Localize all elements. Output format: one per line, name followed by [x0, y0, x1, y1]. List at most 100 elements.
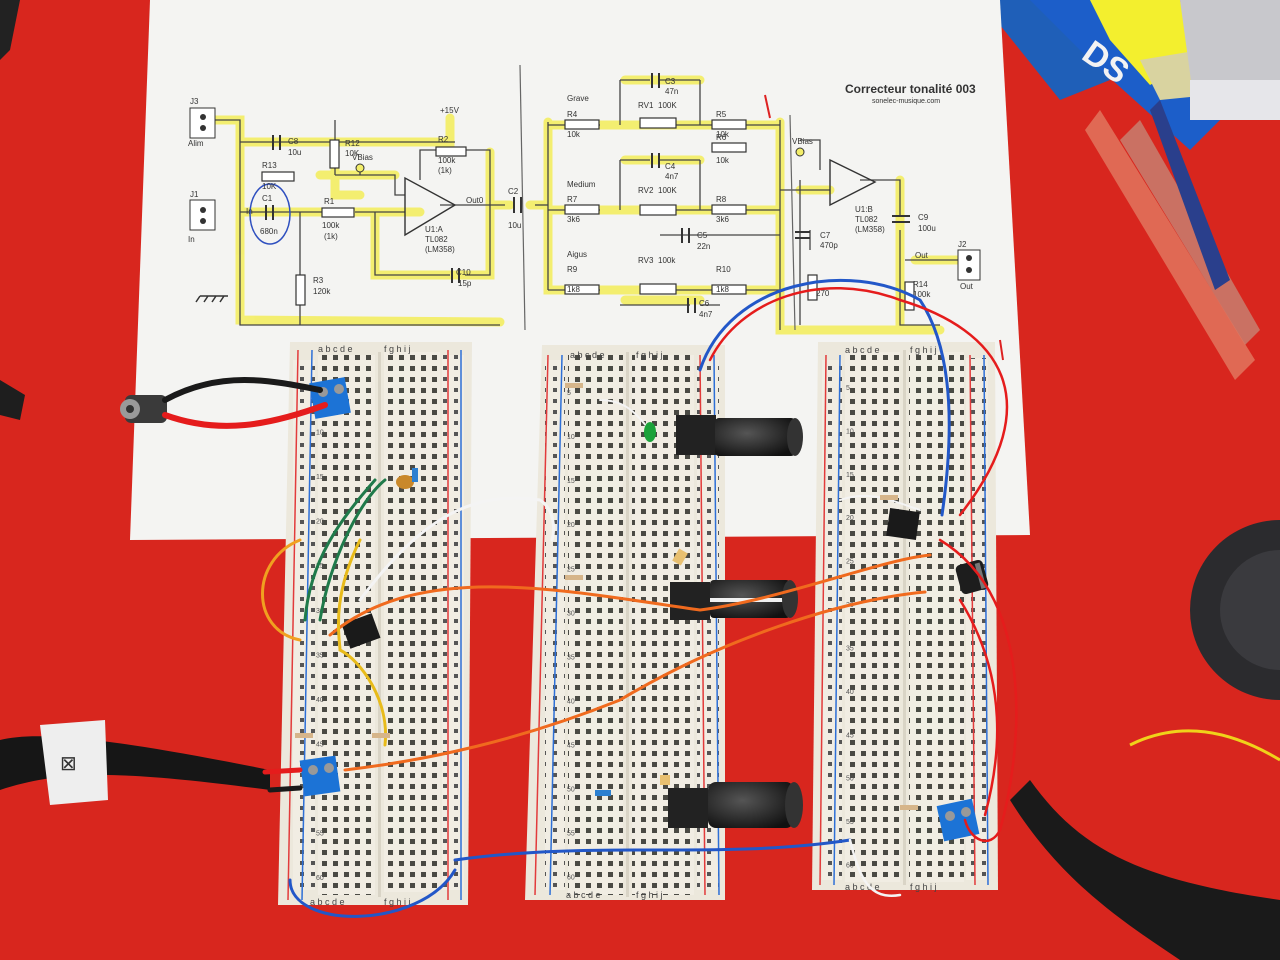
label-r5: R5 — [716, 110, 727, 119]
svg-text:⊠: ⊠ — [60, 753, 77, 775]
row-number: 15 — [567, 478, 575, 485]
label-c7: C7 — [820, 231, 831, 240]
label-r6: R6 — [716, 133, 727, 142]
bb-right-cols-top-left: a b c d e — [845, 345, 880, 355]
row-number: 20 — [316, 519, 324, 526]
label-u1a-type: TL082 — [425, 235, 448, 244]
label-u1a-alt: (LM358) — [425, 245, 455, 254]
label-r1-alt: (1k) — [324, 232, 338, 241]
label-c10: C10 — [456, 268, 471, 277]
jumper-wires — [162, 278, 1018, 918]
label-out0: Out0 — [466, 196, 484, 205]
opamp-chip-left — [341, 613, 381, 649]
label-rv1-val: 100K — [658, 101, 677, 110]
row-number: 5 — [846, 385, 850, 392]
row-number: 40 — [567, 698, 575, 705]
row-number: 20 — [846, 515, 854, 522]
potentiometer-medium — [670, 580, 798, 620]
label-c6: C6 — [699, 299, 710, 308]
schematic-title: Correcteur tonalité 003 — [845, 82, 976, 96]
label-c9-val: 100u — [918, 224, 936, 233]
label-grave: Grave — [567, 94, 589, 103]
label-rv2: RV2 — [638, 186, 654, 195]
label-r6-val: 10k — [716, 156, 730, 165]
label-c3: C3 — [665, 77, 676, 86]
label-r7-val: 3k6 — [567, 215, 580, 224]
row-number: 60 — [316, 875, 324, 882]
label-r9-val: 1k8 — [567, 285, 580, 294]
label-c8-val: 10u — [288, 148, 301, 157]
row-number: 55 — [846, 819, 854, 826]
label-j3: J3 — [190, 97, 199, 106]
row-number: 30 — [316, 608, 324, 615]
label-c6-val: 4n7 — [699, 310, 713, 319]
label-15v: +15V — [440, 106, 460, 115]
row-number: 10 — [316, 430, 324, 437]
row-number: 10 — [567, 434, 575, 441]
row-number: 50 — [567, 787, 575, 794]
row-number: 60 — [846, 863, 854, 870]
bb-mid-cols-bottom-right: f g h i j — [636, 890, 663, 900]
label-r5-val: 10k — [716, 130, 730, 139]
row-number: 25 — [567, 566, 575, 573]
label-c4: C4 — [665, 162, 676, 171]
row-number: 50 — [846, 776, 854, 783]
row-number: 15 — [316, 474, 324, 481]
row-number: 60 — [567, 875, 575, 882]
label-r14: R14 — [913, 280, 928, 289]
breadboard-labels: a b c d e f g h i j a b c d e f g h i j … — [310, 344, 937, 907]
label-u1b-type: TL082 — [855, 215, 878, 224]
label-c5: C5 — [697, 231, 708, 240]
label-u1b: U1:B — [855, 205, 873, 214]
bb-left-cols-top-left: a b c d e — [318, 344, 353, 354]
bb-left-cols-bottom-left: a b c d e — [310, 897, 345, 907]
label-c2-val: 10u — [508, 221, 521, 230]
label-rv1: RV1 — [638, 101, 654, 110]
label-c1: C1 — [262, 194, 273, 203]
potentiometer-aigus — [668, 782, 803, 828]
row-number: 55 — [316, 831, 324, 838]
label-j2: J2 — [958, 240, 967, 249]
label-aigus: Aigus — [567, 250, 587, 259]
label-r4-val: 10k — [567, 130, 581, 139]
bb-mid-cols-bottom-left: a b c d e — [566, 890, 601, 900]
label-vbias-2: VBias — [792, 137, 813, 146]
label-out: Out — [915, 251, 929, 260]
dc-power-jack — [120, 395, 167, 423]
label-c7-val: 470p — [820, 241, 838, 250]
row-number: 30 — [567, 610, 575, 617]
label-c10-val: 15p — [458, 279, 472, 288]
row-number: 35 — [567, 654, 575, 661]
label-medium: Medium — [567, 180, 596, 189]
label-r8-val: 3k6 — [716, 215, 729, 224]
label-r3: R3 — [313, 276, 324, 285]
label-r12-val: 10K — [345, 149, 360, 158]
label-r10-val: 1k8 — [716, 285, 729, 294]
label-r3-val: 120k — [313, 287, 331, 296]
label-j1: J1 — [190, 190, 199, 199]
label-rv3-val: 100k — [658, 256, 676, 265]
row-number: 25 — [846, 559, 854, 566]
label-alim: Alim — [188, 139, 204, 148]
bb-right-cols-bottom-left: a b c d e — [845, 882, 880, 892]
bb-mid-cols-top-left: a b c d e — [570, 350, 605, 360]
label-c5-val: 22n — [697, 242, 710, 251]
label-c3-val: 47n — [665, 87, 678, 96]
label-r8: R8 — [716, 195, 727, 204]
row-number: 40 — [316, 697, 324, 704]
label-j2-out: Out — [960, 282, 974, 291]
row-number: 25 — [316, 563, 324, 570]
label-r1-val: 100k — [322, 221, 340, 230]
opamp-chip-right — [886, 508, 920, 540]
terminal-block-signal-in — [299, 755, 341, 797]
label-u1b-alt: (LM358) — [855, 225, 885, 234]
row-number: 20 — [567, 522, 575, 529]
label-vbias-1: VBias — [352, 153, 373, 162]
label-c8: C8 — [288, 137, 299, 146]
label-r10: R10 — [716, 265, 731, 274]
terminal-block-power-in — [309, 377, 351, 419]
small-components — [295, 383, 918, 810]
label-c9: C9 — [918, 213, 929, 222]
